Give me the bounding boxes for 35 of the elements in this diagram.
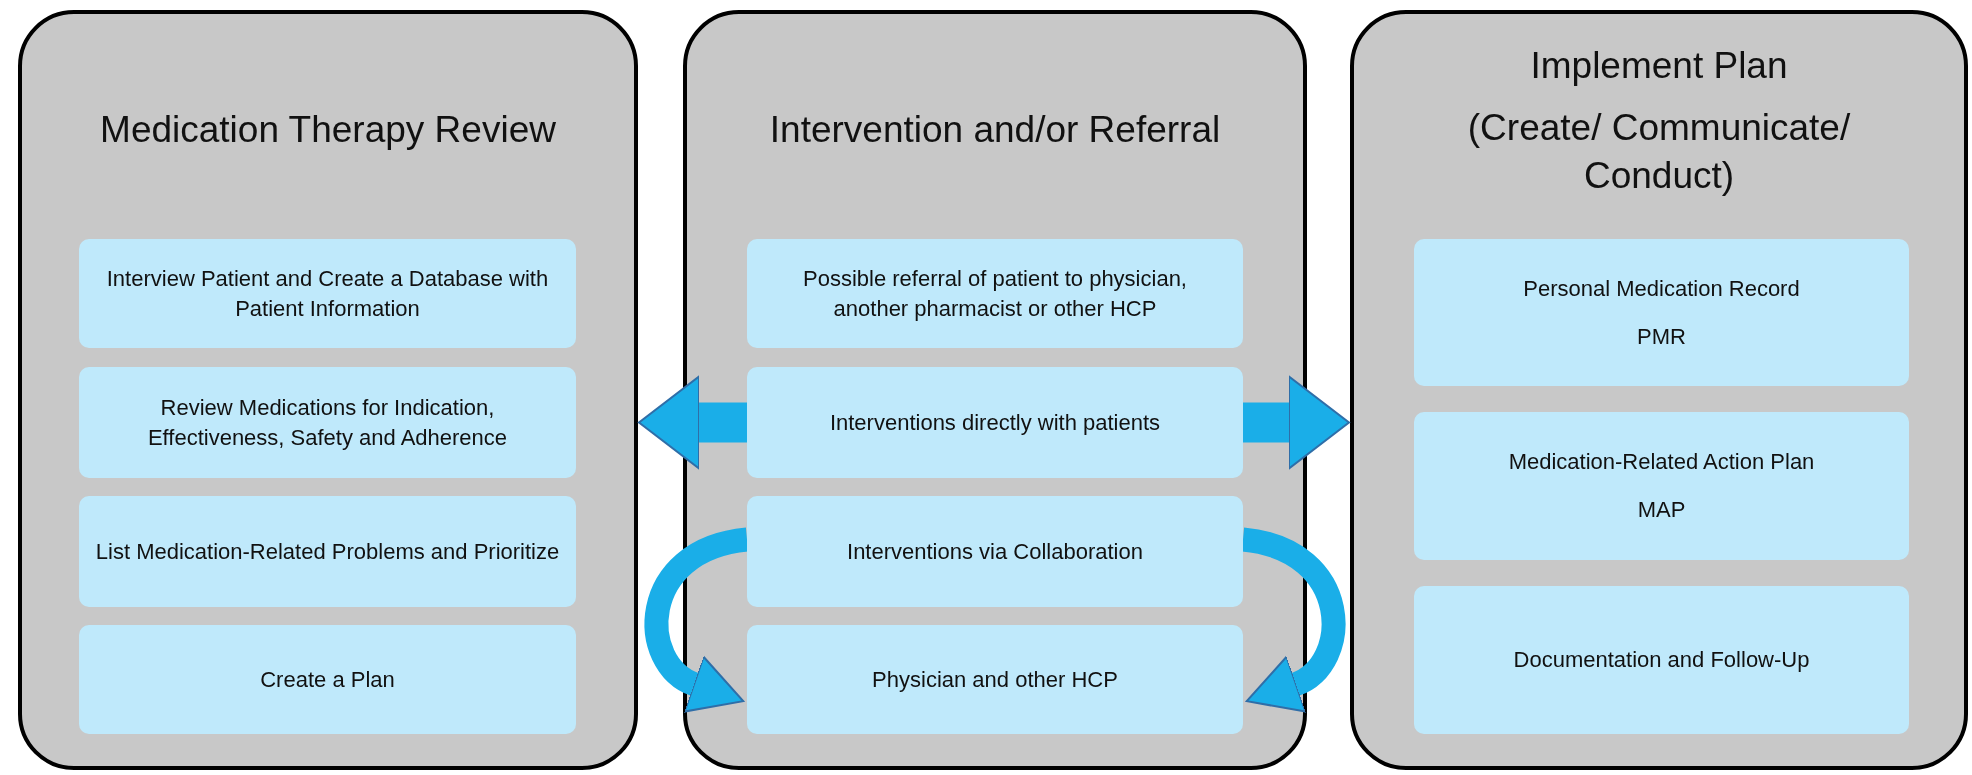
step-text: Physician and other HCP: [872, 665, 1118, 694]
stage-panel: [18, 10, 638, 770]
step-text: Interventions directly with patients: [829, 408, 1161, 437]
block-arrow: [638, 375, 747, 470]
step-box: [1414, 412, 1909, 560]
block-arrow: [644, 527, 750, 711]
block-arrow: [1240, 527, 1346, 711]
step-text: List Medication-Related Problems and Prioritize: [95, 537, 560, 566]
step-box: [79, 367, 576, 478]
panel-title: (Create/ Communicate/ Conduct): [1466, 106, 1852, 199]
step-text: Documentation and Follow-Up: [1513, 646, 1810, 675]
step-box: [1414, 586, 1909, 734]
step-text: Possible referral of patient to physician, another pharmacist or other HCP: [802, 264, 1188, 323]
step-text: Personal Medication Record: [1523, 274, 1800, 303]
step-box: [79, 239, 576, 348]
step-box: [79, 625, 576, 734]
step-box: [1414, 239, 1909, 386]
stage-panel: [683, 10, 1307, 770]
block-arrow: [1243, 375, 1350, 470]
step-text: Review Medications for Indication, Effectiveness, Safety and Adherence: [146, 393, 509, 452]
step-box: [79, 496, 576, 607]
panel-title: Intervention and/or Referral: [769, 108, 1221, 152]
panel-title: Medication Therapy Review: [100, 108, 556, 152]
step-box: [747, 239, 1243, 348]
step-text: Interview Patient and Create a Database with Patient Information: [105, 264, 550, 323]
step-text: Interventions via Collaboration: [847, 537, 1143, 566]
step-text: Create a Plan: [260, 665, 395, 694]
stage-panel: [1350, 10, 1968, 770]
step-text: MAP: [1637, 496, 1686, 524]
step-box: [747, 625, 1243, 734]
step-box: [747, 367, 1243, 478]
step-text: Medication-Related Action Plan: [1508, 448, 1815, 477]
panel-title: Implement Plan: [1530, 44, 1788, 88]
step-box: [747, 496, 1243, 607]
step-text: PMR: [1637, 322, 1686, 351]
